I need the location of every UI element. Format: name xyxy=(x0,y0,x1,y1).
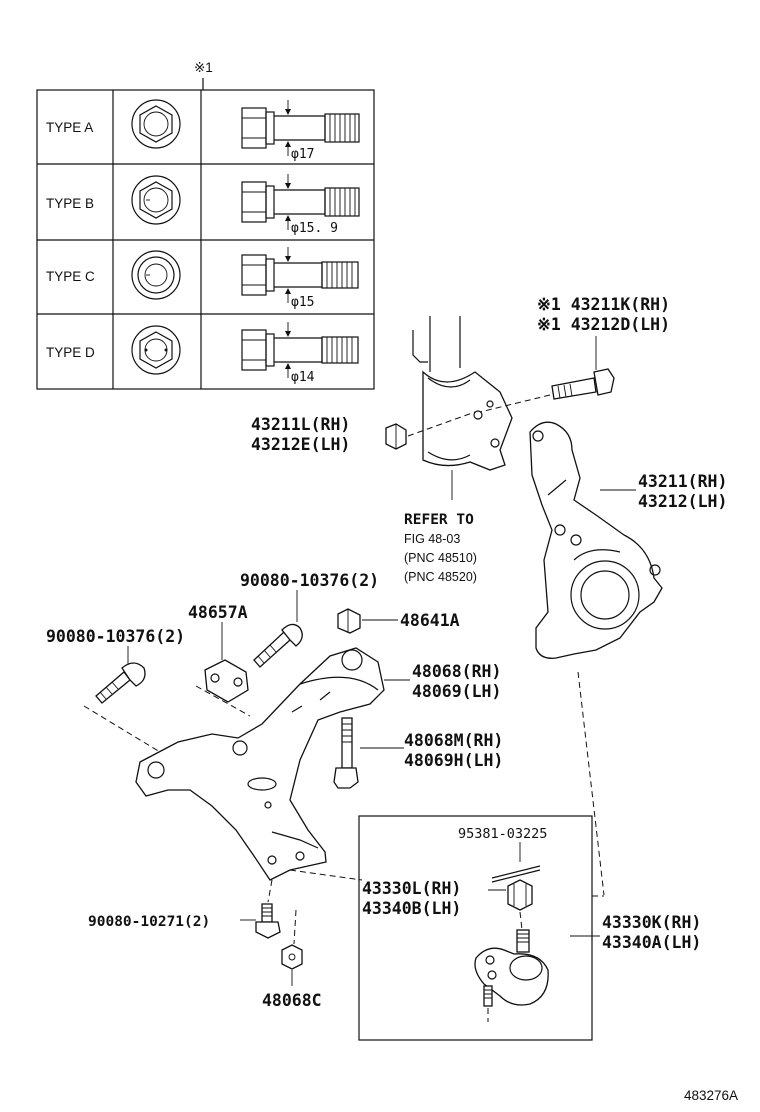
diameter-a: φ17 xyxy=(291,147,314,162)
label-48069h: 48069H(LH) xyxy=(404,751,503,770)
bolt-head-end-view-b xyxy=(131,175,181,225)
balljoint-box: 95381-03225 43330L(RH) 43340B(LH) xyxy=(358,815,604,1041)
arm-pivot-bolt: 48068M(RH) 48069H(LH) xyxy=(333,717,503,789)
bolt-side-view-b: φ15. 9 xyxy=(241,174,360,236)
diameter-c: φ15 xyxy=(291,295,314,310)
label-48069: 48069(LH) xyxy=(412,682,501,701)
lower-control-arm: 48068(RH) 48069(LH) xyxy=(135,647,501,881)
type-table: ※1 TYPE A TYPE B TYPE C TYPE D xyxy=(36,60,375,390)
label-43330l: 43330L(RH) xyxy=(362,879,461,898)
label-48068: 48068(RH) xyxy=(412,662,501,681)
type-c-label: TYPE C xyxy=(46,269,95,284)
type-b-label: TYPE B xyxy=(46,196,94,211)
refer-line-3: (PNC 48510) xyxy=(404,551,477,565)
bolt-head-end-view-a xyxy=(131,99,181,149)
label-43212: 43212(LH) xyxy=(638,492,727,511)
label-90080-bottom: 90080-10271(2) xyxy=(88,914,210,930)
castle-nut: 43330L(RH) 43340B(LH) xyxy=(362,879,533,931)
label-43330k: 43330K(RH) xyxy=(602,913,701,932)
strut-assembly: REFER TO FIG 48-03 (PNC 48510) (PNC 4852… xyxy=(404,316,513,584)
note-mark: ※1 xyxy=(194,60,213,75)
label-43340a: 43340A(LH) xyxy=(602,933,701,952)
bolt-head-end-view-d xyxy=(131,325,181,375)
steering-knuckle: 43211(RH) 43212(LH) xyxy=(529,421,727,896)
balljoint-bolt: 90080-10271(2) xyxy=(88,879,281,939)
type-d-label: TYPE D xyxy=(46,345,95,360)
balljoint-nut: 48068C xyxy=(262,909,322,1010)
label-43212d: ※1 43212D(LH) xyxy=(537,315,670,334)
label-48068c: 48068C xyxy=(262,991,322,1010)
bolt-side-view-d: φ14 xyxy=(241,322,359,385)
refer-line-2: FIG 48-03 xyxy=(404,532,460,546)
label-43211: 43211(RH) xyxy=(638,472,727,491)
bolt-side-view-c: φ15 xyxy=(241,247,359,310)
strut-bolt: ※1 43211K(RH) ※1 43212D(LH) xyxy=(479,295,670,413)
arm-rear-nut: 48641A xyxy=(337,608,460,634)
figure-id: 483276A xyxy=(684,1088,738,1103)
refer-line-4: (PNC 48520) xyxy=(404,570,477,584)
diameter-b: φ15. 9 xyxy=(291,221,338,236)
diameter-d: φ14 xyxy=(291,370,315,385)
arm-side-bolt: 90080-10376(2) xyxy=(46,627,185,753)
label-90080-left: 90080-10376(2) xyxy=(46,627,185,646)
label-43211k: ※1 43211K(RH) xyxy=(537,295,670,314)
ball-joint xyxy=(474,929,600,1022)
label-90080-top: 90080-10376(2) xyxy=(240,571,379,590)
refer-line-1: REFER TO xyxy=(404,512,474,528)
label-48657a: 48657A xyxy=(188,603,248,622)
arm-bushing-bracket: 48657A xyxy=(188,603,249,703)
cotter-pin: 95381-03225 xyxy=(458,826,547,883)
label-48068m: 48068M(RH) xyxy=(404,731,503,750)
label-95381: 95381-03225 xyxy=(458,826,547,842)
label-43212e: 43212E(LH) xyxy=(251,435,350,454)
label-48641a: 48641A xyxy=(400,611,460,630)
label-43340b: 43340B(LH) xyxy=(362,899,461,918)
strut-nut: 43211L(RH) 43212E(LH) xyxy=(251,411,476,454)
bolt-head-end-view-c xyxy=(131,250,181,300)
label-43211l: 43211L(RH) xyxy=(251,415,350,434)
arm-front-bolt: 90080-10376(2) xyxy=(240,571,379,668)
type-a-label: TYPE A xyxy=(46,120,93,135)
bolt-side-view-a: φ17 xyxy=(241,100,360,162)
